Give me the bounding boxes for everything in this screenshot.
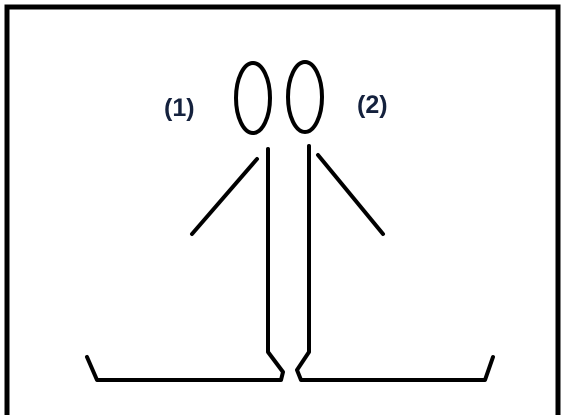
figure-1-label: (1) <box>164 94 195 122</box>
figure-2-label: (2) <box>357 91 388 119</box>
figure-1-head <box>236 63 270 133</box>
figure-1-body <box>87 149 283 380</box>
figure-1-arm <box>192 159 257 234</box>
figure-2 <box>288 62 493 380</box>
figure-2-body <box>297 146 493 380</box>
diagram-frame <box>7 7 558 415</box>
figure-2-arm <box>318 155 383 234</box>
figure-2-head <box>288 62 322 132</box>
